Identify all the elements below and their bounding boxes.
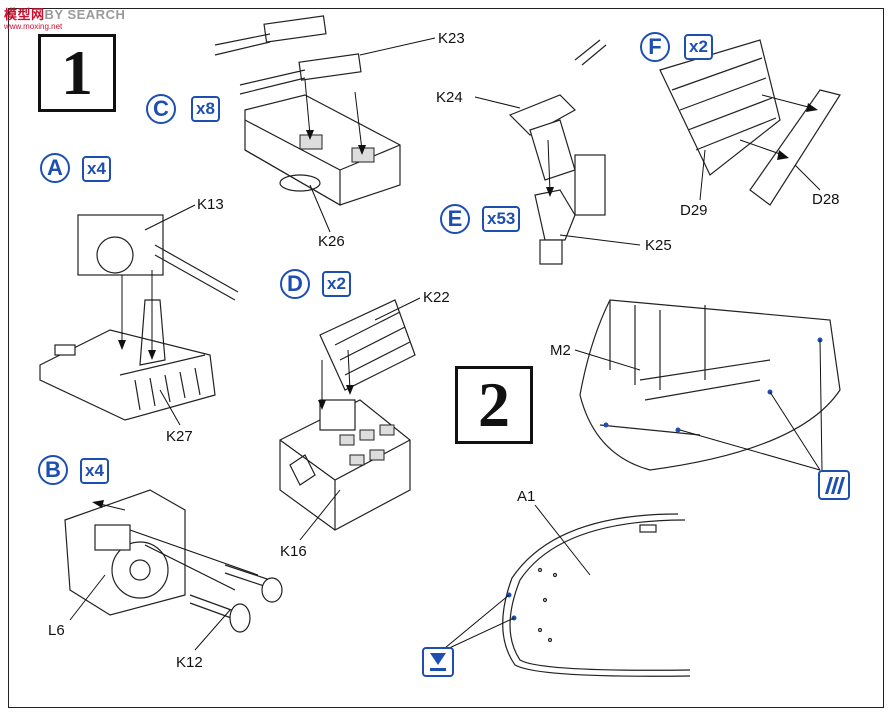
hull-m2-drawing [579, 299, 841, 471]
gun-k13-drawing [77, 214, 239, 301]
gun-k24-drawing [508, 39, 607, 216]
watermark-url: www.moxing.net [4, 22, 63, 31]
watermark-red: 模型网 [4, 7, 45, 22]
part-label-k26: K26 [318, 233, 345, 250]
drill-hole-icon [422, 647, 454, 677]
leader-lines [69, 37, 823, 651]
mount-k25-drawing [534, 189, 576, 265]
subassembly-b-marker: B [38, 455, 68, 485]
rail-d28-drawing [749, 89, 841, 206]
watermark-gray: BY SEARCH [44, 7, 126, 22]
subassembly-f-marker: F [640, 32, 670, 62]
part-label-k23: K23 [438, 30, 465, 47]
part-label-k27: K27 [166, 428, 193, 445]
subassembly-b-qty: x4 [80, 458, 109, 484]
bow-a1-drawing [502, 513, 691, 677]
part-label-k25: K25 [645, 237, 672, 254]
subassembly-a-qty: x4 [82, 156, 111, 182]
part-label-d29: D29 [680, 202, 708, 219]
base-k27-drawing [39, 299, 216, 421]
subassembly-d-qty: x2 [322, 271, 351, 297]
part-label-l6: L6 [48, 622, 65, 639]
glue-icon [818, 470, 850, 500]
subassembly-c-marker: C [146, 94, 176, 124]
part-label-m2: M2 [550, 342, 571, 359]
part-label-k12: K12 [176, 654, 203, 671]
subassembly-e-qty: x53 [482, 206, 521, 232]
ladder-d29-drawing [659, 39, 781, 176]
subassembly-d-marker: D [280, 269, 310, 299]
subassembly-f-qty: x2 [684, 34, 713, 60]
part-label-d28: D28 [812, 191, 840, 208]
subassembly-a-marker: A [40, 153, 70, 183]
mount-k26-drawing [244, 94, 401, 207]
step-number-1: 1 [38, 34, 116, 112]
assembly-arrows [92, 79, 818, 591]
part-label-a1: A1 [517, 488, 536, 505]
cover-k22-drawing [319, 299, 416, 391]
page-frame [8, 8, 884, 708]
part-label-k13: K13 [197, 196, 224, 213]
part-label-k16: K16 [280, 543, 307, 560]
step-number-2: 2 [455, 366, 533, 444]
housing-k16-drawing [279, 399, 411, 531]
subassembly-e-marker: E [440, 204, 470, 234]
subassembly-c-qty: x8 [191, 96, 220, 122]
gun-twin-k23-drawing [214, 15, 362, 95]
watermark: 模型网BY SEARCH [4, 4, 125, 23]
gun-k12-drawing [189, 564, 283, 633]
part-label-k24: K24 [436, 89, 463, 106]
mount-l6-drawing [64, 489, 186, 616]
part-label-k22: K22 [423, 289, 450, 306]
